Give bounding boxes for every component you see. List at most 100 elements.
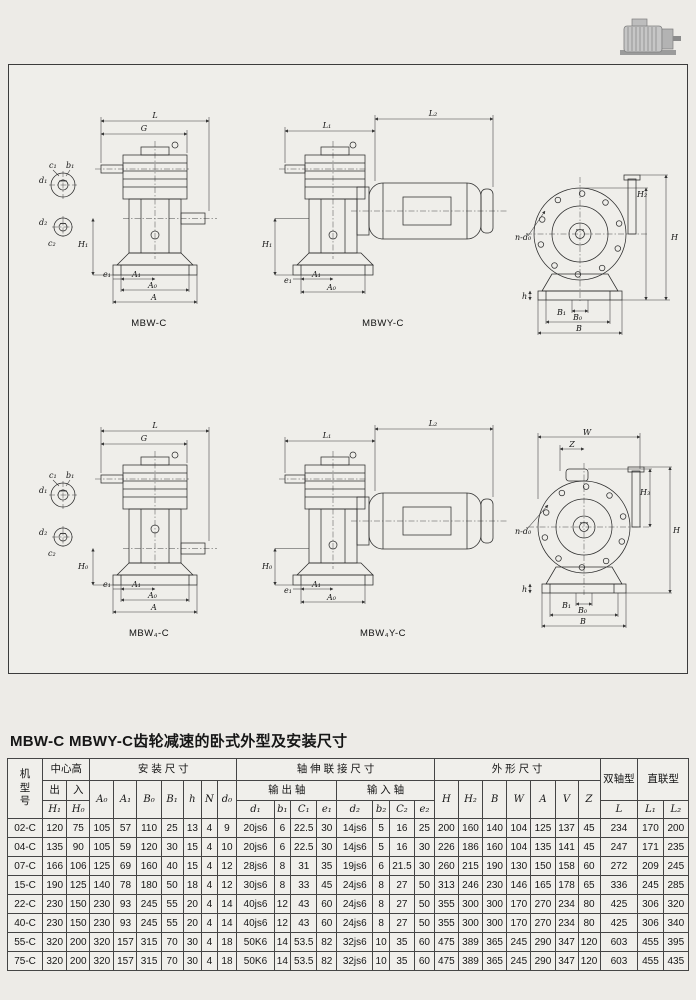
dim-label: A₁ — [311, 270, 321, 279]
value-cell: 27 — [388, 913, 416, 933]
value-cell: 245 — [506, 932, 532, 952]
value-cell: 14 — [216, 894, 238, 914]
value-cell: 16 — [388, 818, 416, 838]
dim-label: n-d₀ — [515, 527, 532, 536]
value-cell: 200 — [66, 932, 91, 952]
value-cell: 234 — [554, 913, 579, 933]
model-cell: 04-C — [6, 837, 44, 857]
col-header-e1: e₁ — [316, 800, 338, 819]
dim-label: L — [151, 421, 157, 430]
dim-label: c₂ — [48, 239, 56, 248]
dim-label: h — [522, 292, 527, 301]
value-cell: 25 — [414, 818, 435, 838]
model-cell: 15-C — [6, 875, 44, 895]
model-cell: 55-C — [6, 932, 44, 952]
value-cell: 32js6 — [336, 951, 374, 971]
value-cell: 230 — [482, 875, 508, 895]
col-header-outline: 外 形 尺 寸 — [433, 758, 601, 781]
value-cell: 12 — [273, 894, 292, 914]
value-cell: 8 — [372, 894, 390, 914]
col-header-L2: L₂ — [662, 800, 690, 819]
value-cell: 320 — [662, 894, 690, 914]
dim-label: H₀ — [261, 562, 273, 571]
drawing-end-view-bottom: W Z n-d₀ h B₁ B₀ B H₃ H — [515, 428, 681, 628]
value-cell: 230 — [89, 913, 115, 933]
dim-label: c₁ — [49, 161, 57, 170]
value-cell: 200 — [662, 818, 690, 838]
dim-label: B — [579, 617, 586, 626]
drawing-mbw4c: L G c₁ b₁ d₁ d₂ c₂ H₀ e₁ A₁ A₀ A MBW₄-C — [39, 421, 217, 639]
value-cell: 65 — [577, 875, 601, 895]
value-cell: 235 — [662, 837, 690, 857]
value-cell: 50 — [414, 913, 435, 933]
value-cell: 200 — [66, 951, 91, 971]
value-cell: 18 — [182, 875, 203, 895]
value-cell: 355 — [433, 913, 459, 933]
model-cell: 22-C — [6, 894, 44, 914]
value-cell: 6 — [273, 818, 292, 838]
value-cell: 170 — [506, 913, 532, 933]
value-cell: 30 — [316, 837, 338, 857]
value-cell: 45 — [577, 818, 601, 838]
value-cell: 33 — [290, 875, 318, 895]
value-cell: 14 — [273, 932, 292, 952]
value-cell: 50 — [414, 875, 435, 895]
col-header-Z: Z — [577, 780, 601, 819]
dim-label: L₁ — [322, 431, 332, 440]
dim-label: c₂ — [48, 549, 56, 558]
value-cell: 45 — [577, 837, 601, 857]
value-cell: 120 — [136, 837, 162, 857]
value-cell: 170 — [637, 818, 664, 838]
value-cell: 22.5 — [290, 837, 318, 857]
dim-label: H₂ — [636, 190, 647, 199]
value-cell: 22.5 — [290, 818, 318, 838]
value-cell: 135 — [42, 837, 68, 857]
value-cell: 320 — [42, 951, 68, 971]
value-cell: 475 — [433, 951, 459, 971]
value-cell: 60 — [316, 913, 338, 933]
value-cell: 15 — [182, 837, 203, 857]
value-cell: 234 — [554, 894, 579, 914]
value-cell: 300 — [482, 894, 508, 914]
value-cell: 215 — [457, 856, 484, 876]
dim-label: H₁ — [77, 240, 88, 249]
value-cell: 347 — [554, 932, 579, 952]
dim-label: L — [151, 111, 157, 120]
value-cell: 6 — [372, 856, 390, 876]
value-cell: 125 — [89, 856, 115, 876]
value-cell: 27 — [388, 894, 416, 914]
value-cell: 18 — [216, 932, 238, 952]
dim-label: A₁ — [131, 580, 141, 589]
value-cell: 475 — [433, 932, 459, 952]
value-cell: 245 — [506, 951, 532, 971]
value-cell: 160 — [136, 856, 162, 876]
value-cell: 53.5 — [290, 932, 318, 952]
dim-label: A — [150, 293, 157, 302]
value-cell: 171 — [637, 837, 664, 857]
value-cell: 14js6 — [336, 818, 374, 838]
value-cell: 120 — [42, 818, 68, 838]
col-header-h: h — [182, 780, 203, 819]
value-cell: 16 — [388, 837, 416, 857]
col-header-output-shaft: 输 出 轴 — [236, 780, 338, 801]
value-cell: 290 — [530, 951, 556, 971]
value-cell: 320 — [89, 951, 115, 971]
dim-label: B — [575, 324, 582, 333]
col-header-e2: e₂ — [414, 800, 435, 819]
dim-label: e₁ — [103, 580, 111, 589]
value-cell: 14js6 — [336, 837, 374, 857]
dim-label: A₀ — [147, 591, 158, 600]
dim-label: H₃ — [639, 488, 650, 497]
value-cell: 50 — [160, 875, 184, 895]
value-cell: 9 — [216, 818, 238, 838]
value-cell: 105 — [89, 818, 115, 838]
col-header-center-height: 中心高 — [42, 758, 91, 781]
value-cell: 209 — [637, 856, 664, 876]
value-cell: 245 — [136, 913, 162, 933]
value-cell: 125 — [66, 875, 91, 895]
value-cell: 15 — [182, 856, 203, 876]
